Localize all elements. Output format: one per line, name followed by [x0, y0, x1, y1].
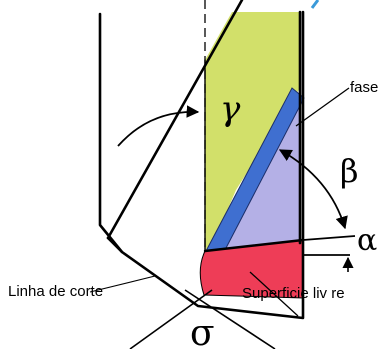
alpha-reference-lines [302, 235, 356, 256]
left-cutting-lip [106, 0, 244, 240]
beta-angle-arc [278, 149, 348, 230]
linha-de-corte-leader [89, 275, 156, 293]
sigma-label: σ [190, 313, 215, 349]
rake-face-region [205, 12, 300, 251]
fase-label: fase [350, 79, 378, 96]
left-body-edge [98, 10, 305, 320]
gamma-angle-arc [117, 105, 200, 147]
beta-label: β [340, 152, 359, 190]
superficie-leader [249, 271, 299, 317]
cutting-plane-lines [129, 289, 276, 349]
alpha-label: α [357, 223, 377, 258]
cutting-edge-right [203, 238, 305, 253]
gamma-label: γ [220, 89, 241, 129]
superficie-livre-label: Superficie liv re [242, 285, 345, 302]
free-surface-region [199, 239, 304, 299]
body-edge-lower [106, 236, 124, 254]
fase-leader [295, 87, 350, 127]
linha-de-corte-label: Linha de corte [8, 283, 103, 300]
top-accent-mark [310, 0, 320, 9]
